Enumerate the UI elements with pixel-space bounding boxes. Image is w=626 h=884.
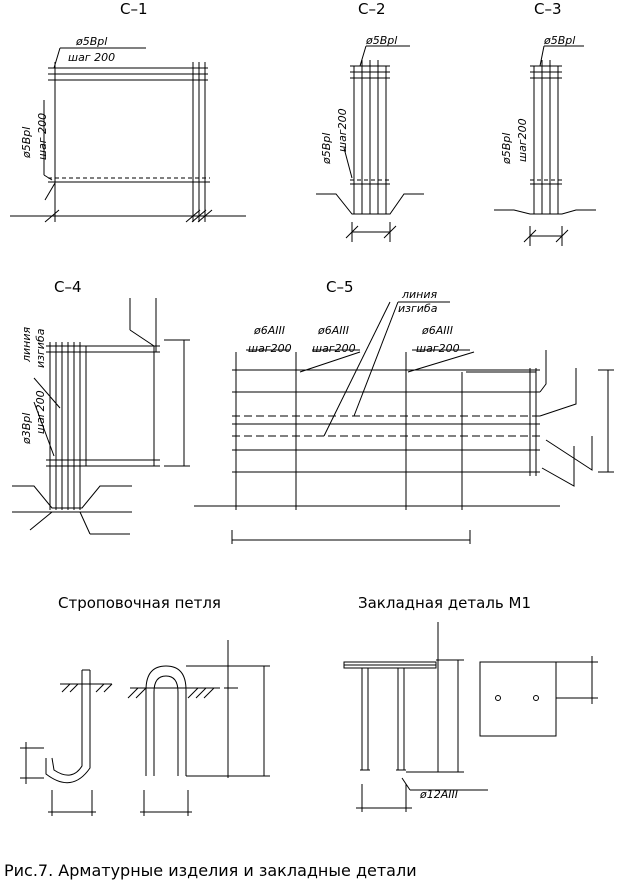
- c5-bar1-label: ø6AIII: [253, 324, 285, 337]
- mesh-c5: [194, 301, 614, 544]
- mesh-c4: [12, 298, 190, 535]
- mesh-c1: [10, 47, 246, 223]
- title-lifting-loop: Строповочная петля: [58, 594, 221, 612]
- mesh-c3: [494, 45, 596, 246]
- c3-top-bar-label: ø5Bpl: [543, 34, 575, 47]
- c5-step1-label: шаг200: [248, 342, 292, 355]
- lifting-loop-drawing: [20, 640, 270, 816]
- c4-bend-line-label-a: линия: [20, 326, 33, 363]
- c3-side-bar-label: ø5Bpl: [500, 133, 513, 165]
- c1-top-bar-label: ø5Bpl: [75, 35, 107, 48]
- c1-side-step-label: шаг 200: [36, 113, 49, 160]
- c4-bend-line-label-b: изгиба: [34, 328, 47, 368]
- c3-side-step-label: шаг200: [516, 118, 529, 162]
- m1-anchor-label: ø12AIII: [419, 788, 458, 801]
- c4-bar-label: ø3Bpl: [20, 413, 33, 445]
- c2-side-bar-label: ø5Bpl: [320, 133, 333, 165]
- c2-top-bar-label: ø5Bpl: [365, 34, 397, 47]
- c2-side-step-label: шаг200: [336, 108, 349, 152]
- title-c2: С–2: [358, 0, 386, 18]
- c5-bend-line-label-b: изгиба: [398, 302, 438, 315]
- c1-top-step-label: шаг 200: [68, 51, 115, 64]
- title-c4: С–4: [54, 278, 82, 296]
- title-embedded-part: Закладная деталь М1: [358, 594, 531, 612]
- title-c1: С–1: [120, 0, 148, 18]
- c5-bend-line-label-a: линия: [401, 288, 438, 301]
- title-c5: С–5: [326, 278, 354, 296]
- c4-step-label: шаг200: [34, 390, 47, 434]
- c5-step2-label: шаг200: [312, 342, 356, 355]
- c1-side-bar-label: ø5Bpl: [20, 127, 33, 159]
- c5-step3-label: шаг200: [416, 342, 460, 355]
- embedded-part-drawing: [343, 622, 598, 812]
- c5-bar3-label: ø6AIII: [421, 324, 453, 337]
- figure-caption: Рис.7. Арматурные изделия и закладные де…: [4, 861, 417, 880]
- c5-bar2-label: ø6AIII: [317, 324, 349, 337]
- mesh-c2: [316, 45, 424, 242]
- title-c3: С–3: [534, 0, 562, 18]
